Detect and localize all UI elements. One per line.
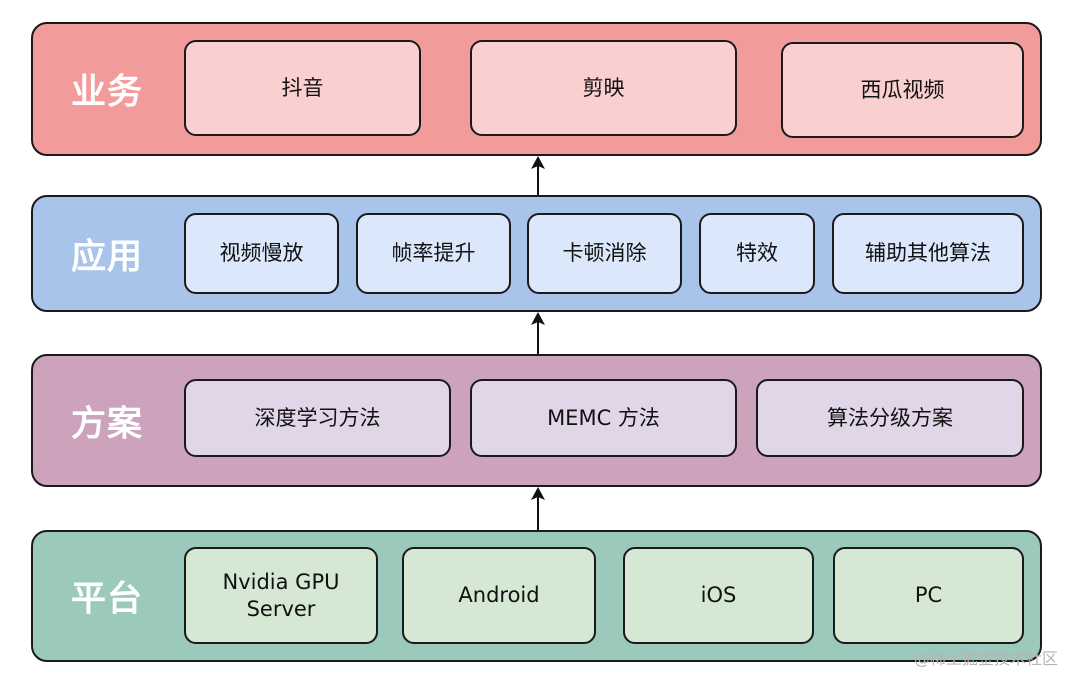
solution-layer-title: 方案 — [71, 404, 144, 444]
business-item-jianying: 剪映 — [470, 40, 737, 136]
platform-item-android: Android — [402, 547, 596, 644]
arrow-platform-to-solution — [531, 487, 545, 530]
platform-item-pc: PC — [833, 547, 1024, 644]
platform-item-ios: iOS — [623, 547, 814, 644]
application-item-frame-rate: 帧率提升 — [356, 213, 511, 294]
platform-item-nvidia-gpu-server: Nvidia GPU Server — [184, 547, 378, 644]
application-item-assist-algorithms: 辅助其他算法 — [832, 213, 1024, 294]
business-layer: 业务 抖音 剪映 西瓜视频 — [31, 22, 1042, 156]
solution-item-deep-learning: 深度学习方法 — [184, 379, 451, 457]
application-item-slow-motion: 视频慢放 — [184, 213, 339, 294]
application-layer-title: 应用 — [71, 237, 144, 277]
arrow-solution-to-application — [531, 312, 545, 354]
solution-layer: 方案 深度学习方法 MEMC 方法 算法分级方案 — [31, 354, 1042, 487]
arrow-application-to-business — [531, 156, 545, 195]
business-item-xigua: 西瓜视频 — [781, 42, 1024, 138]
platform-layer: 平台 Nvidia GPU Server Android iOS PC — [31, 530, 1042, 662]
application-layer: 应用 视频慢放 帧率提升 卡顿消除 特效 辅助其他算法 — [31, 195, 1042, 312]
watermark: @稀土掘金技术社区 — [913, 649, 1058, 668]
solution-item-tiered-scheme: 算法分级方案 — [756, 379, 1024, 457]
platform-layer-title: 平台 — [71, 579, 144, 620]
business-layer-title: 业务 — [71, 72, 144, 113]
solution-item-memc: MEMC 方法 — [470, 379, 737, 457]
business-item-douyin: 抖音 — [184, 40, 421, 136]
application-item-stutter-removal: 卡顿消除 — [527, 213, 682, 294]
application-item-effects: 特效 — [699, 213, 815, 294]
